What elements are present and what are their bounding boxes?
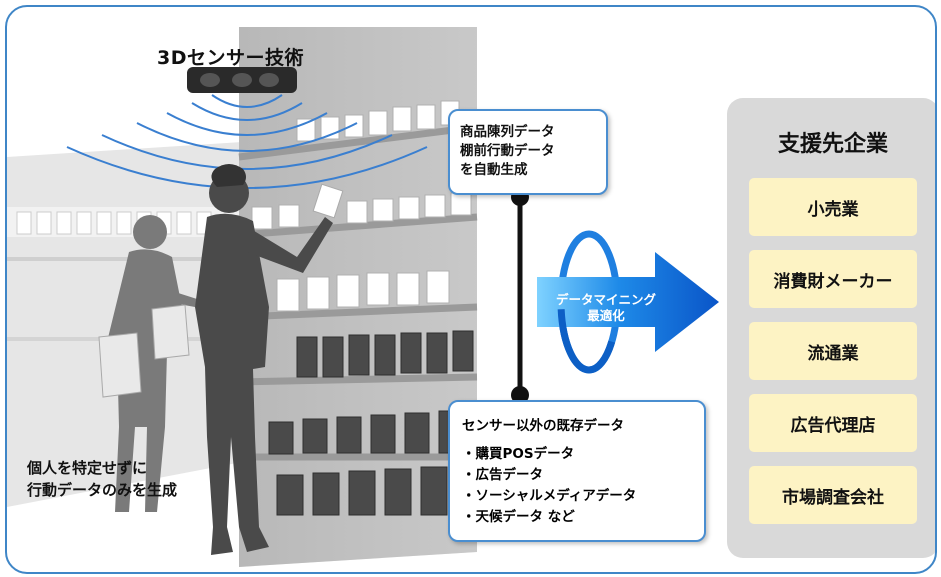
sector-retail: 小売業 xyxy=(749,178,917,236)
sector-consumer-goods: 消費財メーカー xyxy=(749,250,917,308)
sector-advertising-agency: 広告代理店 xyxy=(749,394,917,452)
connector xyxy=(511,188,529,404)
privacy-note-line: 行動データのみを生成 xyxy=(27,481,178,499)
products xyxy=(251,100,472,312)
privacy-note-line: 個人を特定せずに xyxy=(27,459,148,477)
mining-line: 最適化 xyxy=(587,308,625,323)
shelf-boards xyxy=(238,123,478,461)
privacy-note: 個人を特定せずに 行動データのみを生成 xyxy=(27,457,177,501)
shopping-bags xyxy=(98,304,190,398)
existing-data-item: ・ソーシャルメディアデータ xyxy=(462,488,637,504)
callout-line: 商品陳列データ xyxy=(460,124,555,140)
store-scene xyxy=(7,27,719,567)
sensor-device xyxy=(187,67,297,93)
existing-data-item: ・天候データ など xyxy=(462,509,575,525)
sector-distribution: 流通業 xyxy=(749,322,917,380)
callout-line: を自動生成 xyxy=(460,162,528,178)
supported-companies-title: 支援先企業 xyxy=(777,132,888,157)
sensor-title: 3Dセンサー技術 xyxy=(157,47,304,69)
existing-data-heading: センサー以外の既存データ xyxy=(462,418,624,434)
data-mining-label: データマイニング 最適化 xyxy=(540,292,672,324)
callout-line: 棚前行動データ xyxy=(460,143,555,159)
diagram-frame: 3Dセンサー技術 商品陳列データ 棚前行動データ を自動生成 データマイニング … xyxy=(5,5,937,574)
existing-data-item: ・広告データ xyxy=(462,467,543,483)
shopper-foreground xyxy=(195,164,333,556)
auto-generated-data-callout: 商品陳列データ 棚前行動データ を自動生成 xyxy=(448,109,608,195)
supported-companies-panel: 支援先企業 小売業 消費財メーカー 流通業 広告代理店 市場調査会社 xyxy=(727,98,935,558)
mining-line: データマイニング xyxy=(555,292,656,307)
sector-market-research: 市場調査会社 xyxy=(749,466,917,524)
existing-data-item: ・購買POSデータ xyxy=(462,446,575,462)
data-mining-arrow xyxy=(537,230,719,374)
existing-data-callout: センサー以外の既存データ ・購買POSデータ ・広告データ ・ソーシャルメディア… xyxy=(448,400,706,542)
